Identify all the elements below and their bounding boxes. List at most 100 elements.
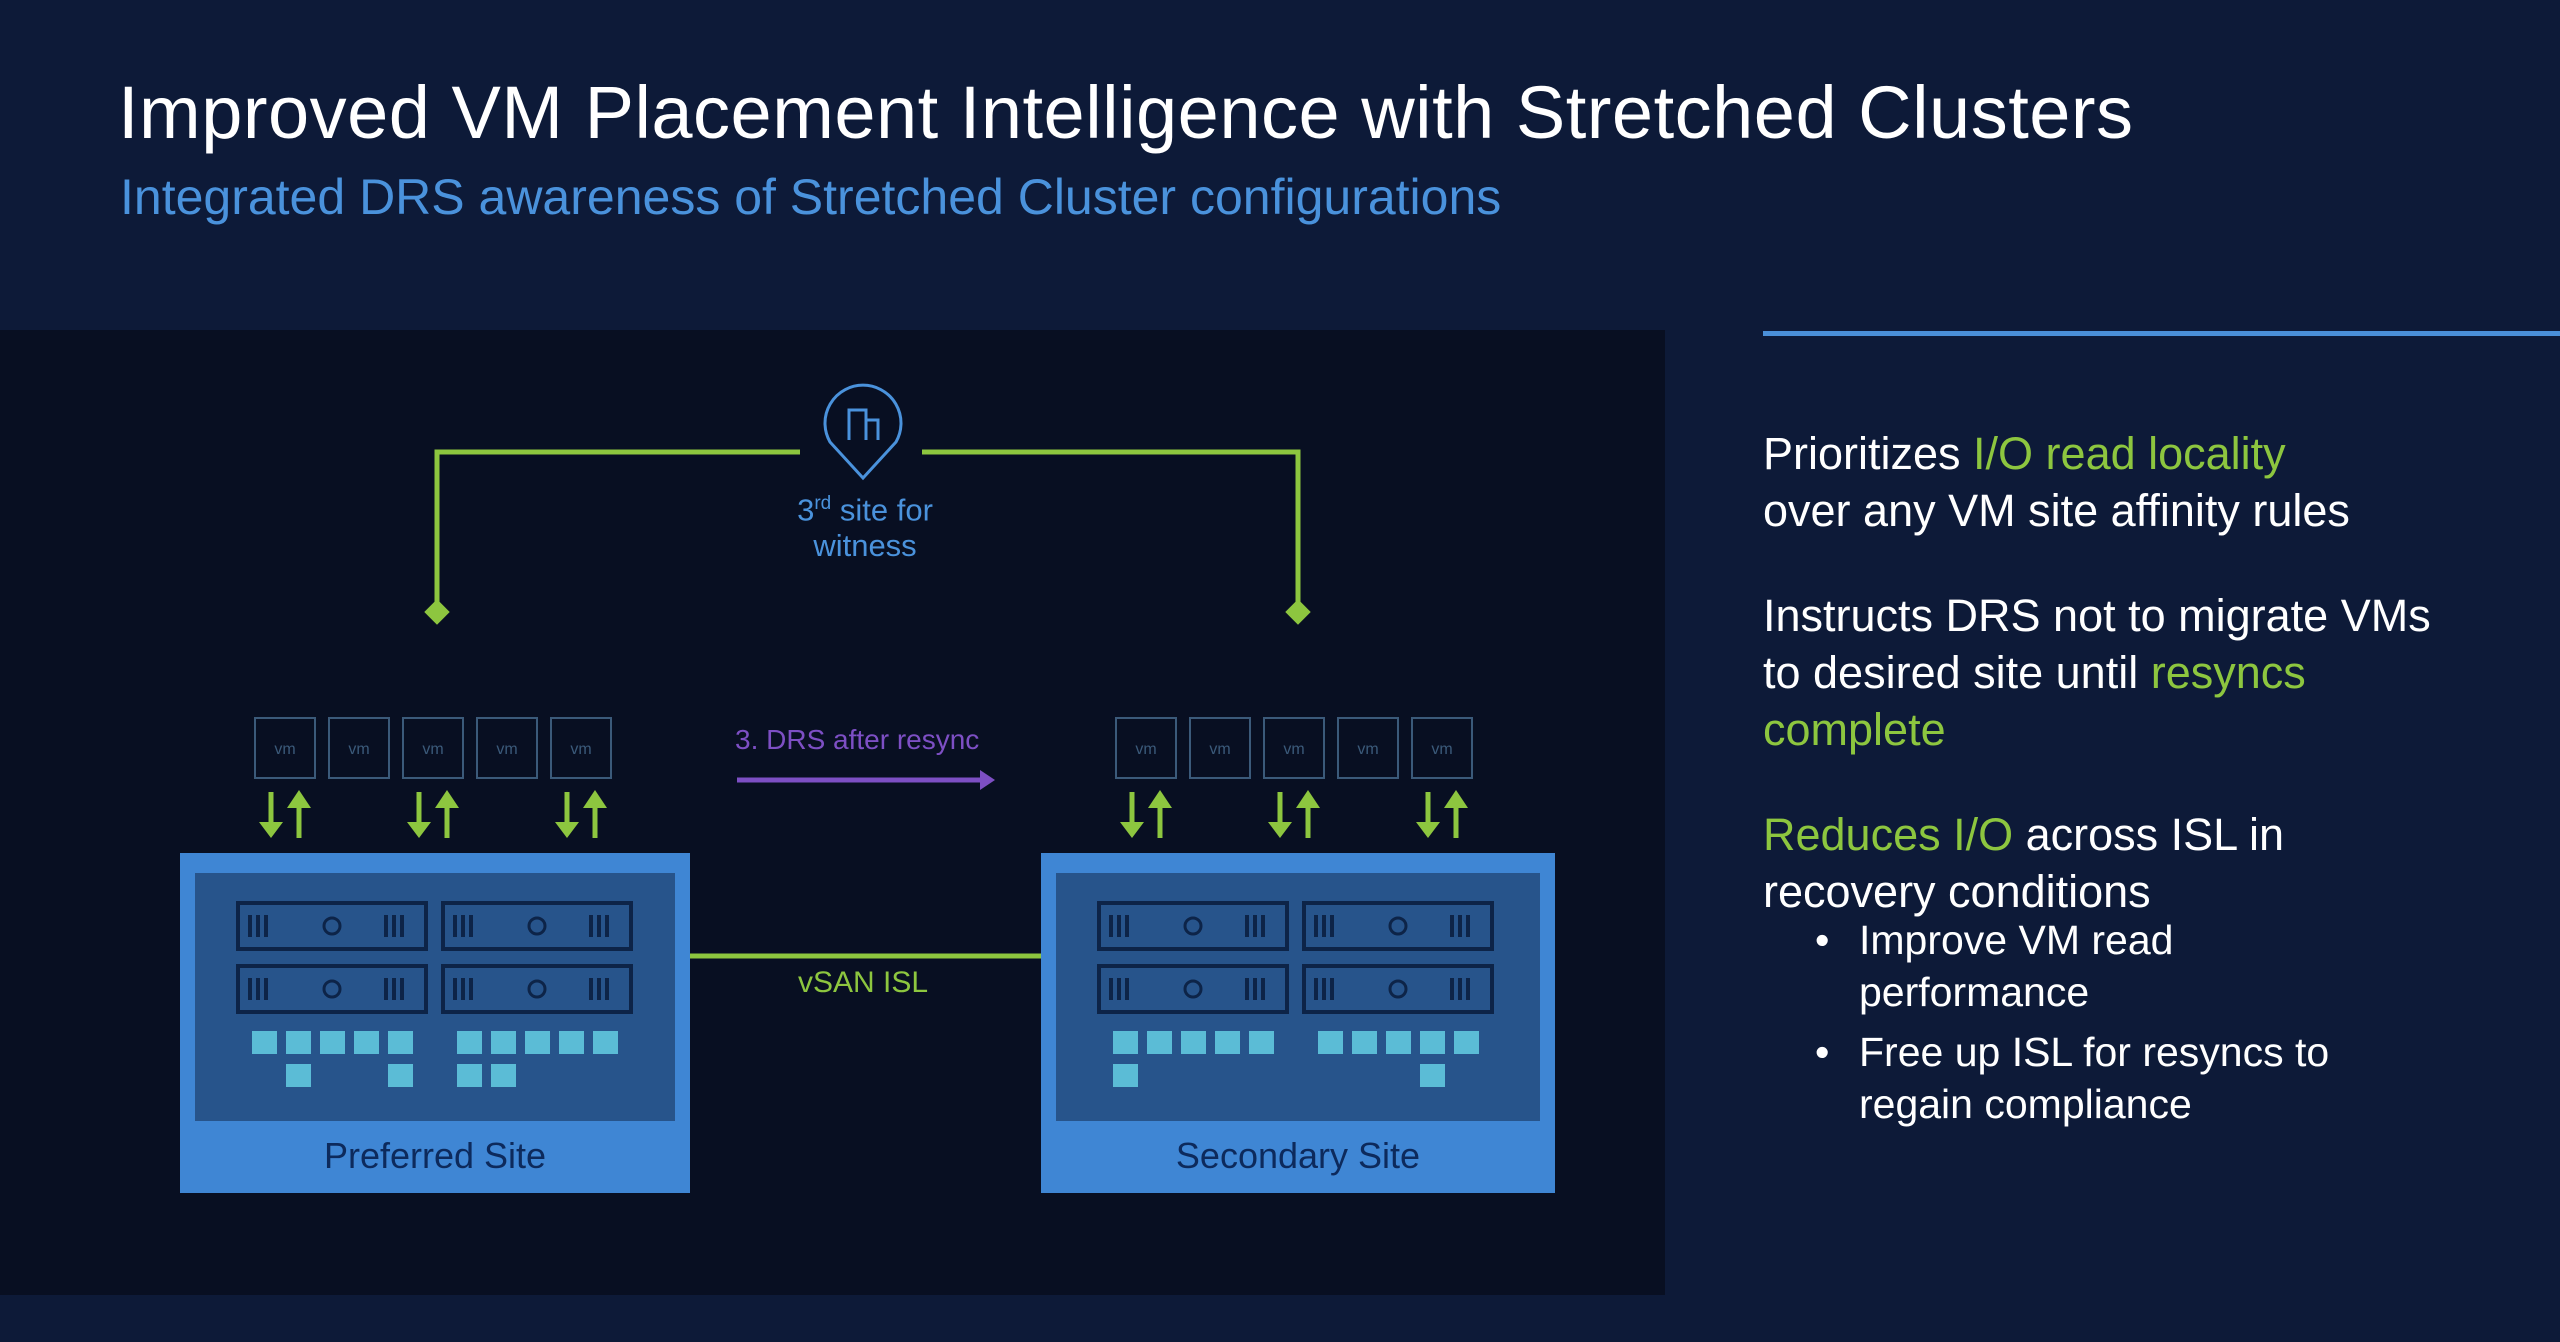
up-arrow-head (287, 790, 311, 808)
preferred-site-label: Preferred Site (323, 1135, 547, 1176)
sub-bullet-list: Improve VM read performance Free up ISL … (1763, 914, 2543, 1130)
slide-title: Improved VM Placement Intelligence with … (118, 71, 2134, 154)
disk-icon (388, 1031, 413, 1054)
server-light (322, 916, 342, 936)
disk-icon (286, 1031, 311, 1054)
vsan-isl-label: vSAN ISL (798, 966, 929, 999)
divider-rule (1763, 331, 2560, 336)
vm-box (1189, 717, 1251, 779)
server-chassis (441, 964, 633, 1014)
witness-label-ordinal: rd (814, 493, 832, 514)
io-arrows-icon (1120, 790, 1172, 838)
server-icon (441, 964, 633, 1014)
witness-link-left (434, 449, 800, 612)
slide-subtitle: Integrated DRS awareness of Stretched Cl… (120, 169, 1502, 225)
vm-label: vm (570, 741, 591, 758)
server-icon (236, 964, 428, 1014)
up-arrow-head (435, 790, 459, 808)
server-chassis (1302, 901, 1494, 951)
sub-bullet: Improve VM read performance (1815, 914, 2279, 1018)
disk-icon (1352, 1031, 1377, 1054)
vm-box (328, 717, 390, 779)
io-arrows-icon (407, 790, 459, 838)
point-drs-migration: Instructs DRS not to migrate VMs to desi… (1763, 587, 2453, 758)
disk-icon (1318, 1031, 1343, 1054)
vm-label: vm (1431, 741, 1452, 758)
vm-label: vm (422, 741, 443, 758)
server-icon (1302, 964, 1494, 1014)
server-light (1183, 916, 1203, 936)
up-arrow-head (583, 790, 607, 808)
server-light (527, 979, 547, 999)
point-highlight: Reduces I/O (1763, 809, 2014, 860)
disk-icon (559, 1031, 584, 1054)
vm-label: vm (1209, 741, 1230, 758)
map-pin-building-icon (823, 383, 903, 481)
io-arrows-icon (259, 790, 311, 838)
server-chassis (441, 901, 633, 951)
vm-box (1115, 717, 1177, 779)
disk-icon (252, 1031, 277, 1054)
disk-icon (1249, 1031, 1274, 1054)
disk-icon (1181, 1031, 1206, 1054)
vm-box (254, 717, 316, 779)
vm-box (1263, 717, 1325, 779)
vm-label: vm (274, 741, 295, 758)
point-text: across ISL in recovery conditions (1763, 809, 2285, 917)
witness-label-line2: witness (813, 528, 917, 564)
disk-icon (491, 1064, 516, 1087)
up-arrow-head (1296, 790, 1320, 808)
disk-icon (1113, 1064, 1138, 1087)
server-chassis (1302, 964, 1494, 1014)
vm-label: vm (1283, 741, 1304, 758)
point-read-locality: Prioritizes I/O read locality over any V… (1763, 425, 2543, 539)
witness-label: 3rd site for witness (740, 486, 990, 564)
io-arrows-icon (555, 790, 607, 838)
vm-box (1411, 717, 1473, 779)
server-light (1388, 916, 1408, 936)
io-arrows-icon (1268, 790, 1320, 838)
disk-icon (491, 1031, 516, 1054)
disk-icon (457, 1064, 482, 1087)
disk-icon (1147, 1031, 1172, 1054)
key-points: Prioritizes I/O read locality over any V… (1763, 425, 2543, 1138)
disk-icon (388, 1064, 413, 1087)
server-icon (1097, 964, 1289, 1014)
witness-label-line1: site for (831, 492, 933, 528)
disk-icon (1420, 1064, 1445, 1087)
witness-link-left-diamond (424, 599, 450, 625)
vsan-isl-link (661, 943, 1073, 969)
server-icon (441, 901, 633, 951)
down-arrow-head (1120, 822, 1144, 838)
witness-link-right (922, 449, 1301, 612)
disk-icon (1420, 1031, 1445, 1054)
vm-label: vm (1357, 741, 1378, 758)
server-light (527, 916, 547, 936)
disk-icon (1454, 1031, 1479, 1054)
vm-box (1337, 717, 1399, 779)
server-chassis (1097, 901, 1289, 951)
vm-label: vm (496, 741, 517, 758)
server-icon (1302, 901, 1494, 951)
vm-box (476, 717, 538, 779)
server-chassis (1097, 964, 1289, 1014)
witness-link-right-diamond (1285, 599, 1311, 625)
server-chassis (236, 964, 428, 1014)
down-arrow-head (1416, 822, 1440, 838)
server-chassis (236, 901, 428, 951)
point-text: Instructs DRS not to migrate VMs to desi… (1763, 590, 2431, 698)
disk-icon (286, 1064, 311, 1087)
point-highlight: I/O read locality (1973, 428, 2286, 479)
disk-icon (320, 1031, 345, 1054)
down-arrow-head (407, 822, 431, 838)
down-arrow-head (1268, 822, 1292, 838)
server-light (1388, 979, 1408, 999)
sub-bullet: Free up ISL for resyncs to regain compli… (1815, 1026, 2419, 1130)
io-arrows-icon (1416, 790, 1468, 838)
site-inner-panel (195, 873, 675, 1121)
down-arrow-head (259, 822, 283, 838)
vm-box (402, 717, 464, 779)
